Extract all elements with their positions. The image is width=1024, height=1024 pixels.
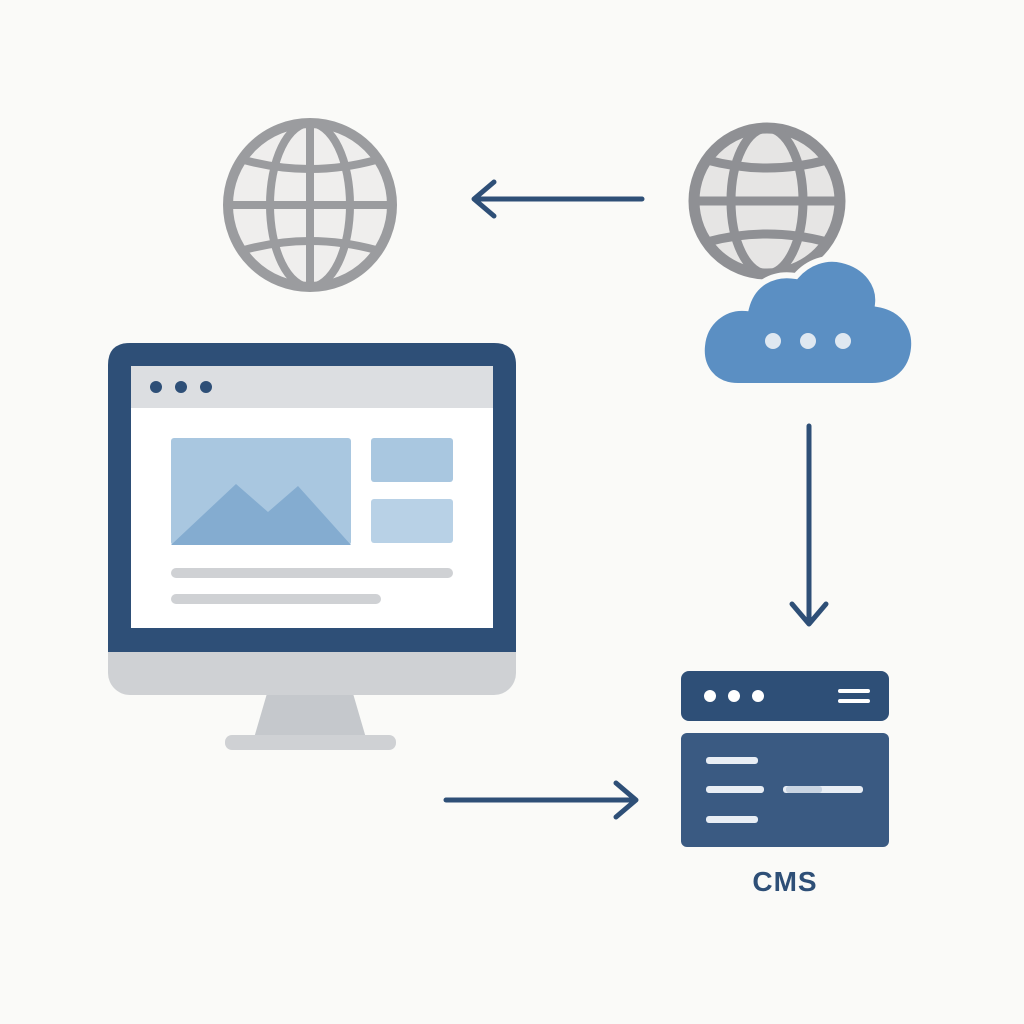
arrow-to-left-globe [471, 179, 645, 219]
monitor-icon [108, 343, 516, 750]
cms-window-icon [681, 671, 889, 847]
cloud-icon [698, 255, 918, 389]
window-control-dot [150, 381, 162, 393]
globe-icon [688, 122, 846, 280]
arrow-to-cms-down [789, 423, 829, 627]
window-control-dot [200, 381, 212, 393]
image-placeholder-icon [171, 438, 351, 545]
window-control-dot [175, 381, 187, 393]
cms-label: CMS [752, 866, 818, 897]
arrow-to-cms-right [443, 780, 639, 820]
globe-icon [223, 118, 397, 292]
